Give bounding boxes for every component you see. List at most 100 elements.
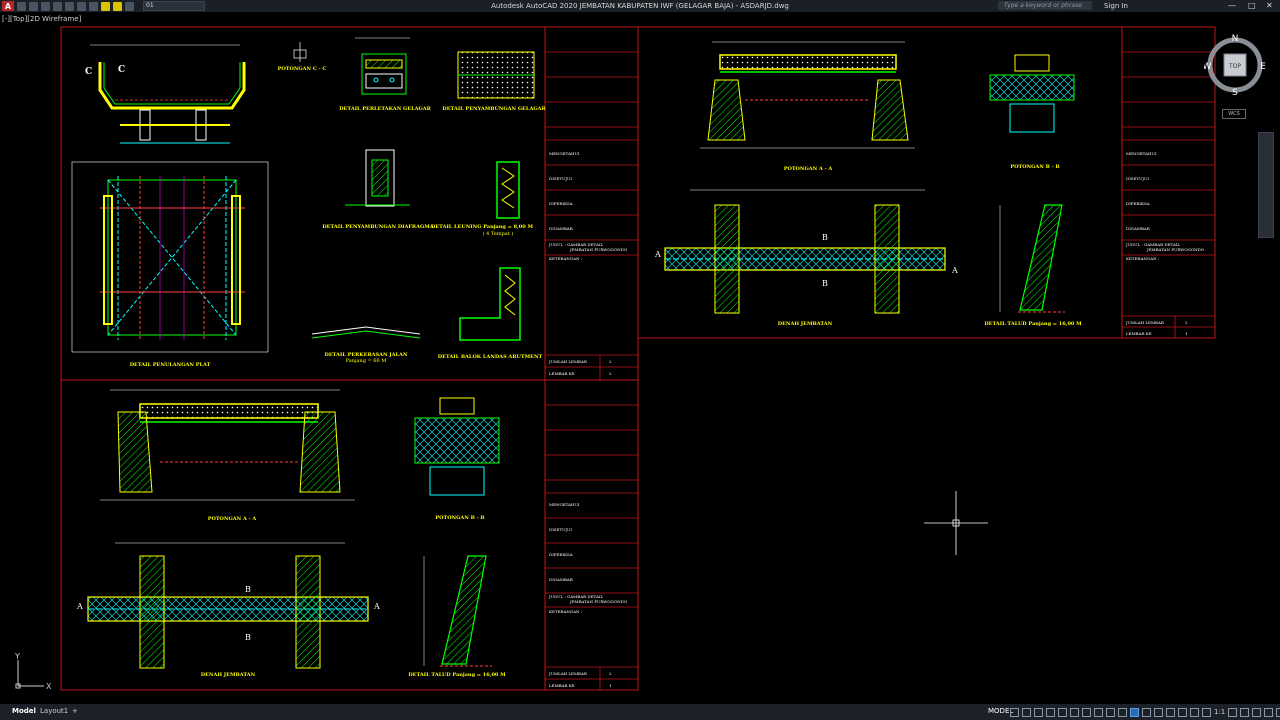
wcs-menu[interactable]: WCS (1222, 109, 1246, 119)
maximize-icon[interactable]: □ (1248, 1, 1256, 10)
s3-marker-b-top: B (245, 585, 251, 594)
caption-detail-leuning-sub: ( 4 Tempat ) (483, 230, 514, 237)
dynamic-ucs-icon[interactable] (1142, 708, 1151, 717)
detail-perletakan-gelagar-drawing: DETAIL PERLETAKAN GELAGAR (339, 37, 432, 112)
tb1-diperiksa: DIPERIKSA (549, 201, 573, 206)
layer-lock-icon[interactable] (125, 1, 134, 11)
sheet-1: MENGETAHUI DISETUJUI DIPERIKSA DIGAMBAR … (60, 26, 639, 381)
quick-properties-icon[interactable] (1264, 708, 1274, 717)
detail-talud-drawing-s2: DETAIL TALUD Panjang = 16,00 M (984, 204, 1082, 327)
compass-e[interactable]: E (1260, 62, 1266, 72)
caption-detail-perkerasan: DETAIL PERKERASAN JALAN (325, 352, 408, 358)
tb3-keterangan: KETERANGAN : (549, 609, 582, 614)
caption-s3-potongan-bb: POTONGAN B - B (435, 515, 484, 521)
transparency-icon[interactable] (1106, 708, 1115, 717)
crosshair-cursor (924, 491, 988, 555)
compass-n[interactable]: N (1232, 34, 1239, 44)
detail-balok-landas-drawing: DETAIL BALOK LANDAS ABUTMENT (438, 267, 543, 360)
caption-detail-penulangan-plat: DETAIL PENULANGAN PLAT (130, 362, 211, 368)
tb2-lembar-val: 1 (1185, 331, 1188, 336)
caption-detail-penyambungan-gelagar: DETAIL PENYAMBUNGAN GELAGAR (442, 106, 546, 112)
sign-in-button[interactable]: Sign In (1104, 2, 1128, 10)
close-icon[interactable]: ✕ (1266, 1, 1273, 10)
caption-s3-potongan-aa: POTONGAN A - A (208, 516, 257, 522)
lineweight-icon[interactable] (1094, 708, 1103, 717)
polar-icon[interactable] (1046, 708, 1055, 717)
drawing-canvas[interactable]: MENGETAHUI DISETUJUI DIPERIKSA DIGAMBAR … (0, 12, 1280, 704)
caption-s3-denah: DENAH JEMBATAN (201, 672, 256, 678)
tb1-digambar: DIGAMBAR (549, 226, 574, 231)
caption-s3-talud: DETAIL TALUD Panjang = 16,00 M (408, 672, 506, 678)
layer-light-icon[interactable] (101, 1, 110, 11)
gizmo-icon[interactable] (1166, 708, 1175, 717)
sheet-2: MENGETAHUI DISETUJUI DIPERIKSA DIGAMBAR … (637, 26, 1216, 339)
s3-marker-b-bottom: B (245, 633, 251, 642)
section-marker-c-left: C (85, 67, 92, 77)
open-icon[interactable] (29, 1, 38, 11)
compass-w[interactable]: W (1204, 62, 1212, 72)
minimize-icon[interactable]: — (1228, 1, 1236, 10)
tb1-jumlah: JUMLAH LEMBAR (548, 359, 588, 364)
potongan-cc-drawing: C C (85, 44, 246, 144)
tab-layout1[interactable]: Layout1 (40, 707, 69, 715)
snap-icon[interactable] (1022, 708, 1031, 717)
annotation-monitor-icon[interactable] (1240, 708, 1250, 717)
compass-s[interactable]: S (1232, 88, 1238, 96)
units-icon[interactable] (1252, 708, 1262, 717)
new-icon[interactable] (17, 1, 26, 11)
search-input[interactable]: Type a keyword or phrase (998, 1, 1092, 10)
section-marker-c-right: C (118, 65, 125, 75)
lock-ui-icon[interactable] (1276, 708, 1280, 717)
quick-access-toolbar: A 01 (0, 1, 205, 11)
tb1-mengetahui: MENGETAHUI (549, 151, 580, 156)
navigation-bar[interactable] (1258, 132, 1274, 238)
autocad-logo-button[interactable]: A (2, 1, 14, 11)
3d-osnap-icon[interactable] (1130, 708, 1139, 717)
tb3-mengetahui: MENGETAHUI (549, 502, 580, 507)
viewcube-top-face[interactable] (1223, 53, 1247, 77)
caption-s2-potongan-bb: POTONGAN B - B (1010, 164, 1059, 170)
auto-scale-icon[interactable] (1190, 708, 1199, 717)
denah-jembatan-drawing-s2: A A B B DENAH JEMBATAN (654, 189, 958, 327)
caption-s2-talud: DETAIL TALUD Panjang = 16,00 M (984, 321, 1082, 327)
tb2-diperiksa: DIPERIKSA (1126, 201, 1150, 206)
potongan-bb-drawing-s3: POTONGAN B - B (414, 397, 500, 521)
ucs-x-label: X (46, 682, 52, 691)
plot-icon[interactable] (65, 1, 74, 11)
selection-cycling-icon[interactable] (1118, 708, 1127, 717)
redo-icon[interactable] (89, 1, 98, 11)
osnap-icon[interactable] (1082, 708, 1091, 717)
annotation-visibility-icon[interactable] (1178, 708, 1187, 717)
annotation-scale-value[interactable]: 1:1 (1214, 708, 1226, 716)
detail-penyambungan-diafragma-drawing: DETAIL PENYAMBUNGAN DIAFRAGMA (322, 149, 434, 230)
tb1-judul: JUDUL : GAMBAR DETAIL (548, 242, 603, 247)
osnap-tracking-icon[interactable] (1070, 708, 1079, 717)
grid-icon[interactable] (1010, 708, 1019, 717)
undo-icon[interactable] (77, 1, 86, 11)
detail-penulangan-plat-drawing: DETAIL PENULANGAN PLAT (71, 161, 269, 368)
layer-sun-icon[interactable] (113, 1, 122, 11)
caption-s2-denah: DENAH JEMBATAN (778, 321, 833, 327)
tb3-lembar-val: 1 (609, 683, 612, 688)
layer-dropdown[interactable]: 01 (143, 1, 205, 11)
workspace-gear-icon[interactable] (1228, 708, 1238, 717)
detail-perkerasan-jalan-drawing: DETAIL PERKERASAN JALAN Panjang = 66 M (311, 326, 421, 364)
tb2-jumlah-val: 2 (1185, 320, 1188, 325)
tb1-keterangan: KETERANGAN : (549, 256, 582, 261)
ortho-icon[interactable] (1034, 708, 1043, 717)
save-icon[interactable] (41, 1, 50, 11)
s2-marker-a-left: A (654, 250, 661, 259)
caption-s2-potongan-aa: POTONGAN A - A (784, 166, 833, 172)
viewport-controls-label[interactable]: [-][Top][2D Wireframe] (2, 15, 82, 23)
save-as-icon[interactable] (53, 1, 62, 11)
model-space-toggle[interactable]: MODEL (988, 707, 1014, 715)
viewcube[interactable]: TOP N S E W (1204, 34, 1266, 96)
tab-model[interactable]: Model (12, 707, 36, 715)
annotation-scale-icon[interactable] (1202, 708, 1211, 717)
add-layout-tab-button[interactable]: + (72, 707, 78, 715)
isodraft-icon[interactable] (1058, 708, 1067, 717)
tb2-judul-sub: JEMBATAN PURWOGONDO (1146, 247, 1205, 252)
selection-filter-icon[interactable] (1154, 708, 1163, 717)
tb2-keterangan: KETERANGAN : (1126, 256, 1159, 261)
tb2-mengetahui: MENGETAHUI (1126, 151, 1157, 156)
